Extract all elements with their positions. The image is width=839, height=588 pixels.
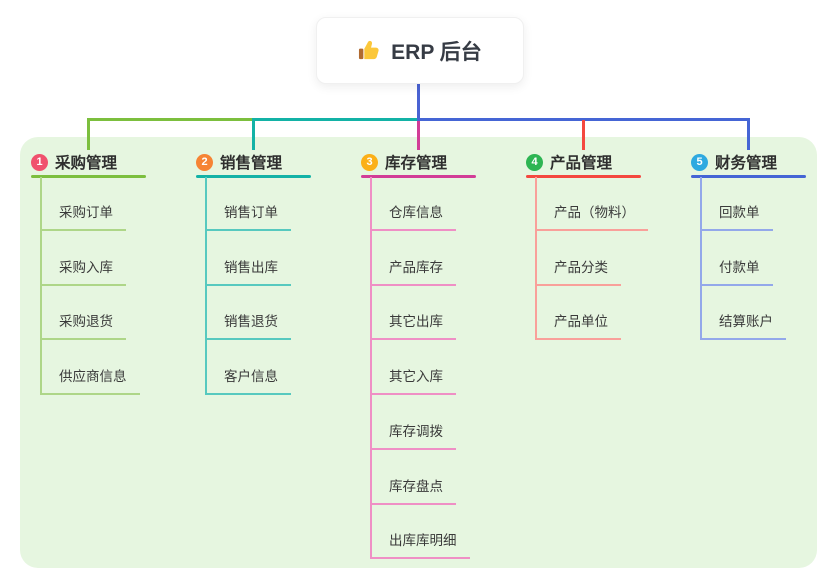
branches-panel [20,137,817,568]
connector-horizontal-branch-2 [252,118,420,121]
branch-1-underline [31,175,146,178]
node-outbound-detail[interactable]: 出库库明细 [370,532,470,559]
connector-drop-branch-1 [87,120,90,150]
branch-5-label: 财务管理 [715,155,778,172]
branch-2-underline [196,175,311,178]
node-other-outbound[interactable]: 其它出库 [370,313,456,340]
node-other-inbound[interactable]: 其它入库 [370,368,456,395]
node-stock-taking[interactable]: 库存盘点 [370,478,456,505]
root-node[interactable]: ERP 后台 [316,17,524,84]
branch-purchase[interactable]: 1 采购管理 [31,149,146,175]
node-product-stock[interactable]: 产品库存 [370,259,456,286]
node-product-material[interactable]: 产品（物料） [535,204,648,231]
connector-drop-branch-5 [747,120,750,150]
node-warehouse-info[interactable]: 仓库信息 [370,204,456,231]
branch-product[interactable]: 4 产品管理 [526,149,641,175]
branch-2-badge: 2 [196,153,213,171]
node-sales-return[interactable]: 销售退货 [205,313,291,340]
node-customer-info[interactable]: 客户信息 [205,368,291,395]
branch-sales[interactable]: 2 销售管理 [196,149,311,175]
connector-horizontal-branch-1 [87,118,254,121]
branch-5-underline [691,175,806,178]
connector-drop-branch-2 [252,120,255,150]
branch-finance[interactable]: 5 财务管理 [691,149,806,175]
branch-3-badge: 3 [361,153,378,171]
node-sales-order[interactable]: 销售订单 [205,204,291,231]
connector-horizontal-branch-5 [417,118,750,121]
branch-2-spine [205,177,207,395]
branch-3-underline [361,175,476,178]
node-stock-transfer[interactable]: 库存调拨 [370,423,456,450]
branch-4-badge: 4 [526,153,543,171]
thumbs-up-icon [358,39,381,62]
branch-4-underline [526,175,641,178]
branch-5-badge: 5 [691,153,708,171]
connector-drop-branch-4 [582,120,585,150]
branch-1-label: 采购管理 [55,155,118,172]
node-receipt-doc[interactable]: 回款单 [700,204,773,231]
node-settlement-account[interactable]: 结算账户 [700,313,786,340]
node-supplier-info[interactable]: 供应商信息 [40,368,140,395]
root-node-label: ERP 后台 [391,40,482,64]
node-sales-outbound[interactable]: 销售出库 [205,259,291,286]
branch-3-label: 库存管理 [385,155,448,172]
branch-4-label: 产品管理 [550,155,613,172]
node-purchase-return[interactable]: 采购退货 [40,313,126,340]
node-purchase-order[interactable]: 采购订单 [40,204,126,231]
branch-inventory[interactable]: 3 库存管理 [361,149,476,175]
branch-1-spine [40,177,42,395]
branch-3-spine [370,177,372,559]
branch-2-label: 销售管理 [220,155,283,172]
node-purchase-inbound[interactable]: 采购入库 [40,259,126,286]
root-stem-connector [417,84,420,121]
node-product-category[interactable]: 产品分类 [535,259,621,286]
node-payment-doc[interactable]: 付款单 [700,259,773,286]
branch-4-spine [535,177,537,340]
branch-5-spine [700,177,702,340]
branch-1-badge: 1 [31,153,48,171]
connector-drop-branch-3 [417,121,420,150]
node-product-unit[interactable]: 产品单位 [535,313,621,340]
